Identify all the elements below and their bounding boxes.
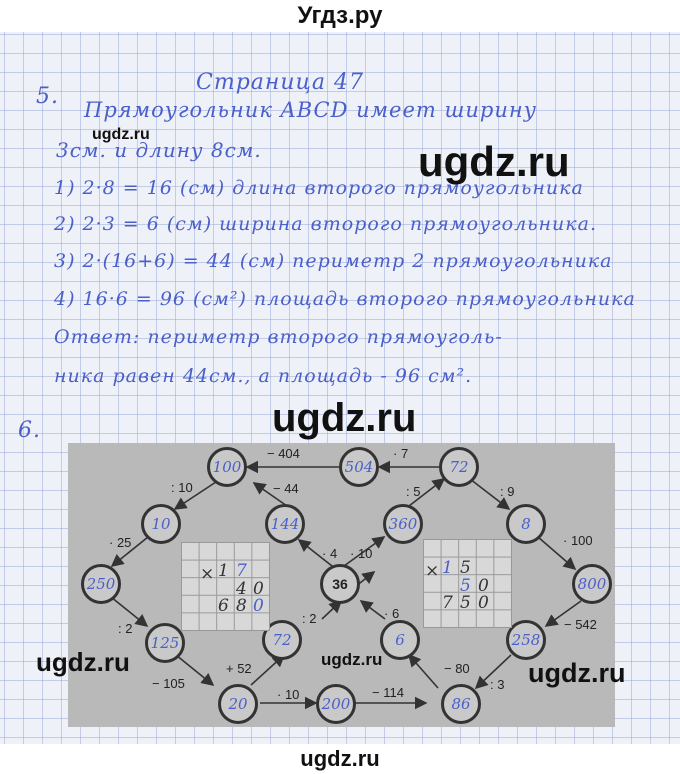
notebook-page: Страница 47 5. Прямоугольник ABCD имеет … — [0, 32, 680, 744]
node-72-top: 72 — [439, 447, 479, 487]
task5-line-2: 3см. и длину 8см. — [56, 138, 262, 162]
node-100: 100 — [207, 447, 247, 487]
node-36-center: 36 — [320, 564, 360, 604]
node-86: 86 — [441, 684, 481, 724]
op-label: − 114 — [372, 685, 404, 700]
calc-grid-left: × 1 7 4 0 6 8 0 — [181, 542, 270, 631]
task5-line-3: 1) 2·8 = 16 (см) длина второго прямоугол… — [54, 177, 584, 199]
node-200: 200 — [316, 684, 356, 724]
op-label: · 7 — [393, 446, 409, 461]
watermark: ugdz.ru — [272, 396, 417, 440]
task5-number: 5. — [36, 84, 59, 109]
task6-number: 6. — [18, 418, 41, 443]
task5-line-1: Прямоугольник ABCD имеет ширину — [84, 98, 537, 122]
op-label: − 105 — [152, 676, 185, 691]
op-label: · 100 — [563, 533, 593, 548]
watermark: ugdz.ru — [528, 658, 626, 688]
task5-answer-1: Ответ: периметр второго прямоуголь- — [54, 326, 503, 348]
watermark: ugdz.ru — [36, 647, 130, 677]
node-250: 250 — [81, 564, 121, 604]
op-label: · 6 — [384, 606, 400, 621]
watermark: ugdz.ru — [321, 650, 383, 669]
site-header: Угдз.ру — [297, 2, 383, 29]
op-label: · 10 — [350, 546, 373, 561]
node-6: 6 — [380, 620, 420, 660]
arrows-layer — [110, 460, 582, 710]
op-label: − 80 — [444, 661, 470, 676]
task5-line-6: 4) 16·6 = 96 (см²) площадь второго прямо… — [54, 288, 636, 310]
op-label: + 52 — [226, 661, 252, 676]
node-360: 360 — [383, 504, 423, 544]
op-label: : 2 — [302, 611, 317, 626]
task5-line-5: 3) 2·(16+6) = 44 (см) периметр 2 прямоуг… — [54, 250, 613, 272]
page-title: Страница 47 — [196, 70, 365, 95]
watermark: ugdz.ru — [418, 138, 570, 185]
op-label: − 542 — [564, 617, 597, 632]
op-label: · 25 — [109, 535, 132, 550]
op-label: : 9 — [500, 484, 515, 499]
task5-answer-2: ника равен 44см., а площадь - 96 см². — [54, 365, 473, 387]
calc-grid-right: × 1 5 5 0 7 5 0 — [423, 539, 512, 628]
op-label: : 3 — [490, 677, 505, 692]
op-label: − 44 — [273, 481, 299, 496]
footer-watermark: ugdz.ru — [300, 746, 380, 771]
node-144: 144 — [265, 504, 305, 544]
node-504: 504 — [339, 447, 379, 487]
watermark: ugdz.ru — [92, 126, 150, 143]
node-258: 258 — [506, 620, 546, 660]
task6-diagram-panel: 100 504 72 10 144 360 8 250 36 800 125 7… — [68, 443, 615, 727]
op-label: − 404 — [267, 446, 300, 461]
node-8: 8 — [506, 504, 546, 544]
node-20: 20 — [218, 684, 258, 724]
task5-line-4: 2) 2·3 = 6 (см) ширина второго прямоугол… — [54, 213, 597, 235]
op-label: · 4 — [322, 546, 338, 561]
node-125: 125 — [145, 623, 185, 663]
op-label: : 5 — [406, 484, 421, 499]
op-label: : 10 — [171, 480, 193, 495]
node-800: 800 — [572, 564, 612, 604]
node-10: 10 — [141, 504, 181, 544]
op-label: · 10 — [277, 687, 300, 702]
op-label: : 2 — [118, 621, 133, 636]
